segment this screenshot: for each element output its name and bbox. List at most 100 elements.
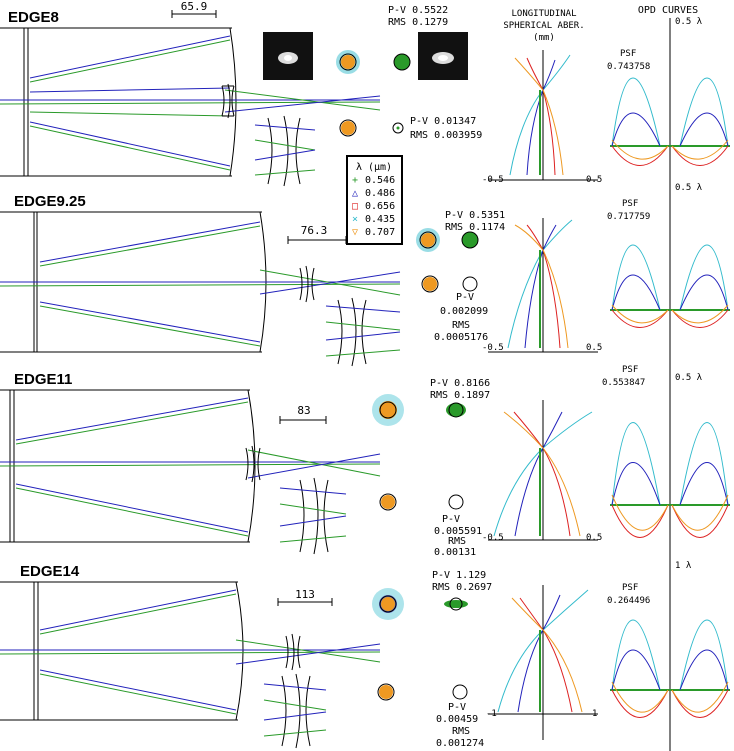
opd-plot: 0.5 λ PSF 0.717759 (607, 183, 730, 328)
pv-bottom-label: P-V (448, 702, 466, 713)
opd-plot: 0.5 λ PSF 0.743758 (607, 17, 730, 166)
ray-trace (0, 589, 381, 715)
legend-symbol-1: △ (352, 188, 358, 199)
svg-text:0.5 λ: 0.5 λ (675, 183, 703, 193)
scale-label: 83 (297, 404, 310, 417)
scale-label: 65.9 (181, 0, 208, 13)
primary-mirror (235, 581, 244, 721)
pv-bottom-label: P-V (456, 292, 474, 303)
system-title: EDGE11 (14, 371, 72, 388)
system-title: EDGE14 (20, 563, 80, 580)
spot-diagram-top (416, 228, 440, 252)
pv-top: P-V 0.5351 (445, 210, 505, 221)
wavelength-legend: λ (μm) + 0.546 △ 0.486 □ 0.656 × 0.435 ▽… (346, 155, 403, 245)
scale-label: 113 (295, 588, 315, 601)
lsa-plot: -1 1 (486, 585, 598, 740)
spot-diagram-top-small (446, 402, 466, 418)
lsa-units: (mm) (533, 33, 555, 43)
svg-text:0.5 λ: 0.5 λ (675, 17, 703, 27)
lens-zoom (279, 477, 347, 555)
lsa-plot: -0.5 0.5 (482, 50, 602, 185)
pv-bottom: P-V 0.01347 (410, 116, 476, 127)
lens-group (245, 445, 261, 483)
pv-top: P-V 1.129 (432, 570, 486, 581)
svg-text:-0.5: -0.5 (482, 533, 504, 543)
psf-label: PSF (622, 365, 638, 375)
psf-label: PSF (620, 49, 636, 59)
system-edge14: EDGE14 113 (0, 561, 730, 749)
legend-symbol-0: + (352, 175, 358, 186)
svg-text:-0.5: -0.5 (482, 175, 504, 185)
opd-plot: 0.5 λ PSF 0.553847 (602, 365, 730, 538)
legend-label-0: 0.546 (365, 175, 395, 186)
psf-value: 0.264496 (607, 596, 650, 606)
lens-zoom (263, 673, 327, 749)
rms-top: RMS 0.1897 (430, 390, 490, 401)
rms-bottom-value: 0.00131 (434, 547, 476, 558)
opd-curve-656 (611, 145, 729, 166)
system-edge8: EDGE8 65.9 (0, 0, 730, 245)
pv-bottom-value: 0.002099 (440, 306, 488, 317)
rms-top: RMS 0.2697 (432, 582, 492, 593)
svg-text:0.5 λ: 0.5 λ (675, 373, 703, 383)
spot-diagram-bottom (421, 275, 439, 293)
psf-label: PSF (622, 199, 638, 209)
primary-mirror (229, 27, 237, 177)
legend-label-1: 0.486 (365, 188, 395, 199)
rms-bottom-label: RMS (448, 536, 466, 547)
system-edge9-25: EDGE9.25 76.3 (0, 183, 730, 367)
lens-zoom (325, 297, 401, 367)
spot-diagram-top-small (444, 597, 468, 611)
svg-text:0.5: 0.5 (586, 175, 602, 185)
rms-top: RMS 0.1174 (445, 222, 505, 233)
svg-text:0.5: 0.5 (586, 343, 602, 353)
rms-bottom: RMS 0.003959 (410, 130, 482, 141)
lsa-curve-707 (514, 57, 564, 176)
legend-symbol-2: □ (352, 201, 358, 212)
svg-text:-0.5: -0.5 (482, 343, 504, 353)
svg-text:0.5: 0.5 (586, 533, 602, 543)
legend-symbol-4: ▽ (352, 227, 358, 238)
svg-text:-1: -1 (486, 709, 497, 719)
spot-diagram-bottom-small (392, 122, 404, 134)
svg-text:1: 1 (592, 709, 597, 719)
spot-diagram-bottom-small (462, 276, 478, 292)
lens-group (221, 83, 235, 119)
pv-bottom-label: P-V (442, 514, 460, 525)
ray-trace (0, 397, 381, 537)
system-title: EDGE8 (8, 9, 59, 26)
spot-diagram-bottom (379, 493, 397, 511)
legend-label-3: 0.435 (365, 214, 395, 225)
legend-title: λ (μm) (356, 162, 392, 173)
opd-plot: 1 λ PSF 0.264496 (607, 561, 730, 718)
spot-diagram-bottom (339, 119, 357, 137)
spot-diagram-top (372, 588, 404, 620)
rms-bottom-label: RMS (452, 726, 470, 737)
ray-trace (0, 35, 381, 171)
lens-group (285, 633, 301, 671)
legend-symbol-3: × (352, 214, 358, 225)
psf-value: 0.743758 (607, 62, 650, 72)
pv-bottom-value: 0.005591 (434, 526, 482, 537)
opd-curve-435 (611, 77, 729, 147)
pv-top: P-V 0.8166 (430, 378, 490, 389)
opd-curve-707 (611, 139, 729, 160)
primary-mirror (247, 389, 256, 543)
rms-top: RMS 0.1279 (388, 17, 448, 28)
legend-label-2: 0.656 (365, 201, 395, 212)
pv-bottom-value: 0.00459 (436, 714, 478, 725)
psf-value: 0.553847 (602, 378, 645, 388)
opd-title: OPD CURVES (638, 5, 698, 16)
lsa-plot: -0.5 0.5 (482, 400, 602, 543)
psf-label: PSF (622, 583, 638, 593)
rms-bottom-value: 0.0005176 (434, 332, 488, 343)
spot-diagram-top-small (393, 53, 411, 71)
lsa-plot: -0.5 0.5 (482, 218, 602, 353)
lens-zoom (254, 115, 316, 187)
scale-label: 76.3 (301, 224, 328, 237)
spot-diagram-bottom-small (448, 494, 464, 510)
spot-diagram-top-small (461, 231, 479, 249)
svg-text:1 λ: 1 λ (675, 561, 692, 571)
